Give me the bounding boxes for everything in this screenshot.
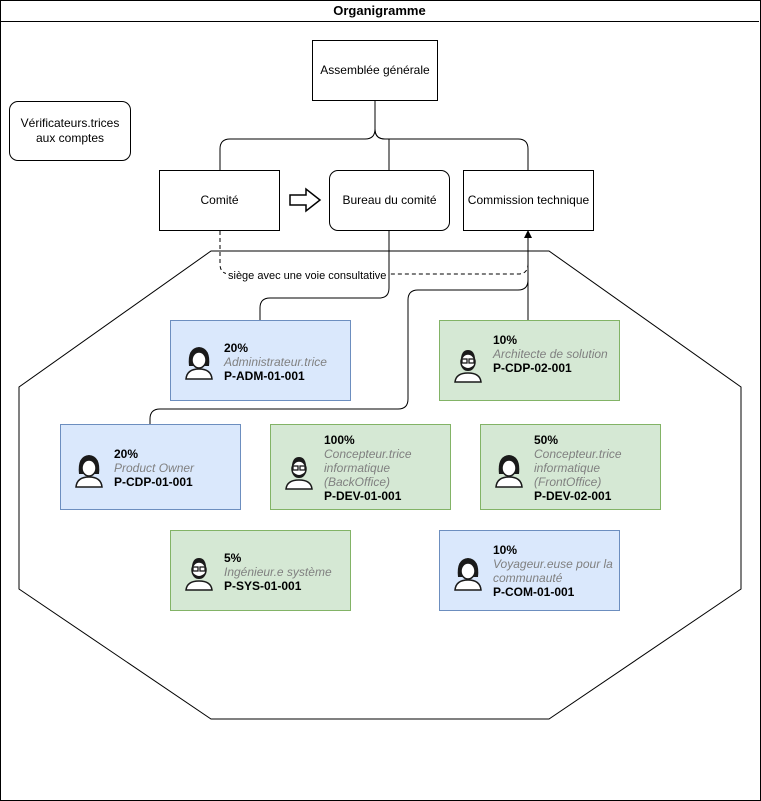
role-card-product-owner: 20% Product Owner P-CDP-01-001: [60, 424, 241, 510]
role-card-ingenieur-systeme: 5% Ingénieur.e système P-SYS-01-001: [170, 530, 351, 611]
siege-consultative-label: siège avec une voie consultative: [226, 270, 389, 283]
edge-assemblee-commission: [374, 101, 529, 170]
role-card-voyageur: 10% Voyageur.euse pour la communauté P-C…: [439, 530, 620, 611]
role-title: Concepteur.trice informatique (FrontOffi…: [534, 447, 622, 489]
role-code: P-DEV-01-001: [324, 489, 402, 503]
team-boundary: [18, 250, 742, 720]
comite-to-bureau-arrow: [289, 187, 322, 213]
role-percent: 100%: [324, 433, 355, 447]
role-code: P-ADM-01-001: [224, 369, 305, 383]
bearded-man-avatar-icon: [185, 558, 213, 591]
role-percent: 5%: [224, 551, 242, 565]
role-percent: 20%: [114, 447, 139, 461]
role-code: P-COM-01-001: [493, 585, 575, 599]
role-code: P-DEV-02-001: [534, 489, 612, 503]
bearded-man-avatar-icon: [454, 350, 482, 383]
bureau-du-comite-box: Bureau du comité: [329, 170, 450, 231]
verificateurs-box: Vérificateurs.trices aux comptes: [9, 101, 131, 161]
role-code: P-CDP-02-001: [493, 361, 572, 375]
diagram-title: Organigramme: [0, 0, 759, 22]
woman-avatar-icon: [75, 455, 103, 488]
commission-technique-box: Commission technique: [463, 170, 594, 231]
role-code: P-CDP-01-001: [114, 475, 193, 489]
edge-comite-commission-dashed: [219, 231, 529, 275]
woman-avatar-icon: [185, 347, 213, 380]
woman-avatar-icon: [454, 558, 482, 591]
edge-assemblee-comite: [219, 101, 376, 170]
role-title: Concepteur.trice informatique (BackOffic…: [324, 447, 412, 489]
edge-bureau-administrateur: [259, 231, 390, 320]
woman-avatar-icon: [495, 455, 523, 488]
role-percent: 50%: [534, 433, 559, 447]
role-percent: 20%: [224, 341, 249, 355]
role-percent: 10%: [493, 333, 518, 347]
comite-box: Comité: [159, 170, 280, 231]
role-percent: 10%: [493, 543, 518, 557]
role-title: Administrateur.trice: [224, 355, 327, 369]
role-title: Product Owner: [114, 461, 195, 475]
role-code: P-SYS-01-001: [224, 579, 302, 593]
role-card-concepteur-frontoffice: 50% Concepteur.trice informatique (Front…: [480, 424, 661, 510]
bearded-man-avatar-icon: [285, 457, 313, 490]
role-title: Voyageur.euse pour la communauté: [493, 557, 613, 585]
role-card-concepteur-backoffice: 100% Concepteur.trice informatique (Back…: [270, 424, 451, 510]
role-title: Architecte de solution: [493, 347, 608, 361]
assemblee-generale-box: Assemblée générale: [312, 40, 438, 101]
role-card-administrateur: 20% Administrateur.trice P-ADM-01-001: [170, 320, 351, 401]
role-title: Ingénieur.e système: [224, 565, 332, 579]
role-card-architecte: 10% Architecte de solution P-CDP-02-001: [439, 320, 620, 401]
